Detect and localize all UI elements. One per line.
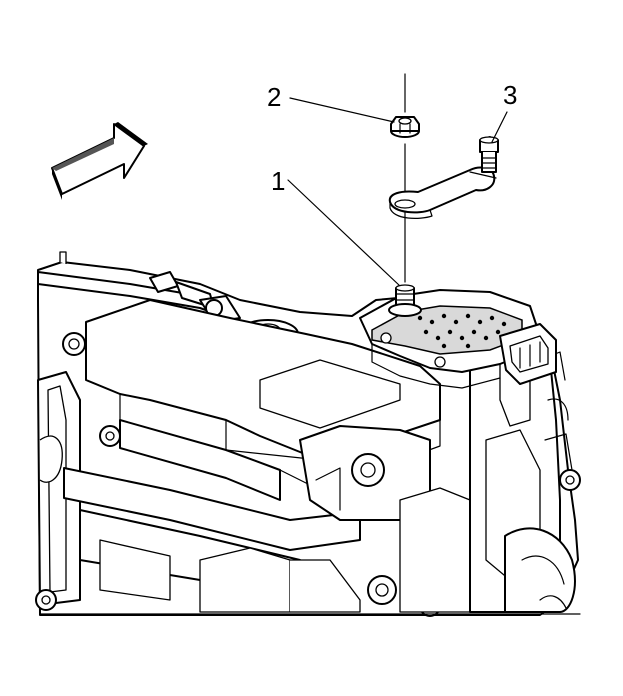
bracket-part xyxy=(388,166,497,219)
bolt-part xyxy=(479,136,499,173)
electrical-connector xyxy=(499,323,557,385)
leader-line-2 xyxy=(289,97,395,123)
torque-converter-edge xyxy=(504,527,576,613)
callout-label-1: 1 xyxy=(271,166,285,196)
exploded-parts xyxy=(388,73,499,283)
callout-label-3: 3 xyxy=(503,80,517,110)
callout-1: 1 xyxy=(271,166,401,287)
leader-line-1 xyxy=(287,179,401,287)
control-valve-body xyxy=(359,284,557,389)
valve-body-holes xyxy=(417,313,513,349)
callout-label-2: 2 xyxy=(267,82,281,112)
leader-line-3 xyxy=(491,111,508,143)
manual-shaft xyxy=(388,284,422,317)
callout-2: 2 xyxy=(267,82,395,123)
nut-part xyxy=(390,116,420,138)
direction-arrow-icon xyxy=(51,122,148,200)
callout-3: 3 xyxy=(491,80,517,143)
